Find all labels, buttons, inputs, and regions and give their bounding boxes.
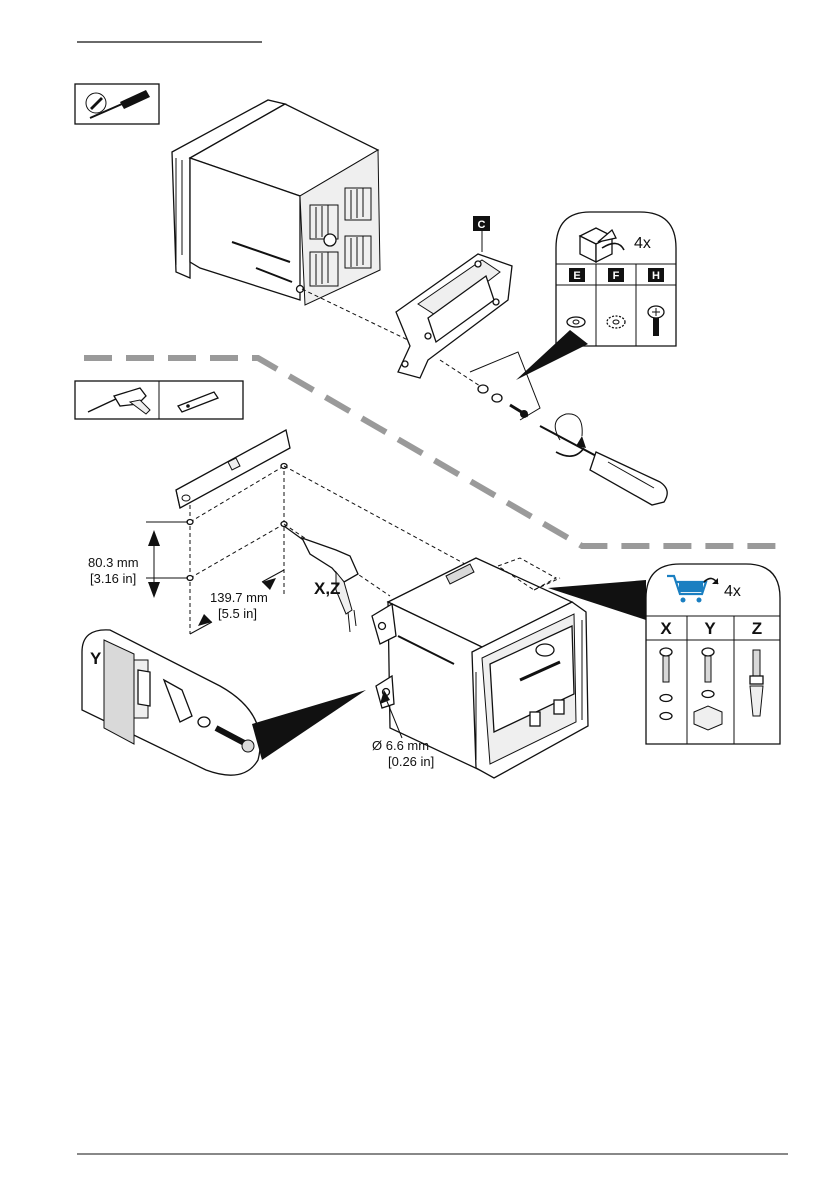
tool-box-screwdriver xyxy=(75,84,159,124)
drill-screw-label: X,Z xyxy=(314,579,340,598)
user-supplied-hardware-table: 4x X Y Z xyxy=(646,564,780,744)
callout-e: E xyxy=(569,268,585,282)
hardware-column-z: Z xyxy=(752,619,762,638)
hardware-column-y: Y xyxy=(704,619,716,638)
callout-h: H xyxy=(648,268,664,282)
callout-c: C xyxy=(473,216,490,231)
vertical-dimension-mm: 80.3 mm xyxy=(88,555,139,570)
hole-diameter-mm: Ø 6.6 mm xyxy=(372,738,429,753)
horizontal-dimension: 139.7 mm [5.5 in] xyxy=(190,570,284,634)
svg-text:F: F xyxy=(613,270,620,282)
callout-c-label: C xyxy=(478,219,486,231)
flat-washer-icon xyxy=(567,317,585,327)
tool-box-drill-level xyxy=(75,381,243,419)
vertical-dimension-in: [3.16 in] xyxy=(90,571,136,586)
washer-screw-stack xyxy=(478,385,528,418)
lock-washer-icon xyxy=(607,316,625,328)
horizontal-dimension-mm: 139.7 mm xyxy=(210,590,268,605)
screwdriver-icon xyxy=(540,414,667,505)
instrument-rear-view xyxy=(172,100,380,305)
drill-icon: X,Z xyxy=(284,526,358,632)
svg-text:E: E xyxy=(573,270,580,282)
user-supplied-qty: 4x xyxy=(724,583,741,600)
supplied-hardware-table: 4x E F H xyxy=(556,212,676,346)
callout-f: F xyxy=(608,268,624,282)
hole-diameter-in: [0.26 in] xyxy=(388,754,434,769)
callout-wedge xyxy=(516,330,588,380)
wall-mount-detail: Y xyxy=(82,630,260,775)
wall-detail-label: Y xyxy=(90,649,102,668)
svg-text:H: H xyxy=(652,270,660,282)
supplied-qty: 4x xyxy=(634,235,651,252)
callout-wedge xyxy=(252,690,366,760)
horizontal-dimension-in: [5.5 in] xyxy=(218,606,257,621)
hardware-column-x: X xyxy=(660,619,672,638)
vertical-dimension: 80.3 mm [3.16 in] xyxy=(88,522,188,598)
mounting-bracket xyxy=(396,254,512,378)
